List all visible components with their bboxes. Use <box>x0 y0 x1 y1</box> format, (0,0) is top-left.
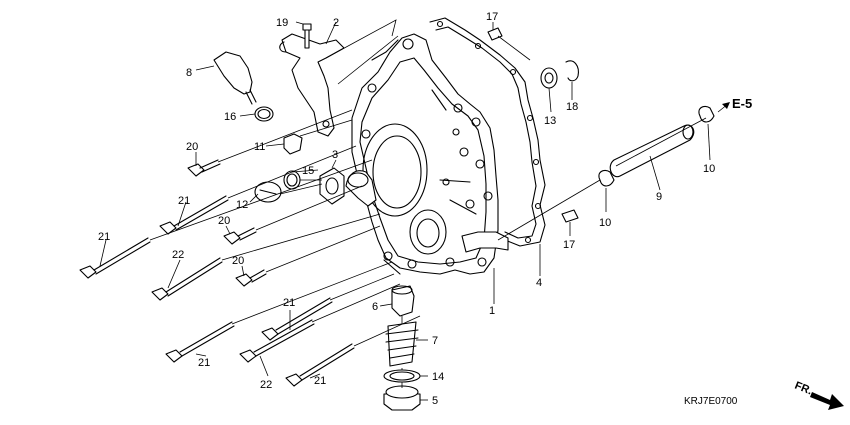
cap-stem <box>245 89 257 105</box>
cover-clutch-dome <box>362 123 428 217</box>
callout-15: 15 <box>302 165 314 177</box>
bolt-19 <box>302 23 312 49</box>
hose-clamp-10a <box>598 169 615 187</box>
bracket-clip <box>279 41 287 53</box>
gasket <box>429 17 546 247</box>
oil-seal-13-inner <box>544 72 554 84</box>
callout-16: 16 <box>224 111 236 123</box>
callout-17: 17 <box>486 11 498 23</box>
bolt-22a <box>151 257 223 301</box>
cover-bore-inner <box>416 218 440 248</box>
callout-21: 21 <box>98 231 110 243</box>
callout-13: 13 <box>544 115 556 127</box>
spring-7 <box>385 321 419 367</box>
callout-21: 21 <box>178 195 190 207</box>
hose-9-end <box>682 124 694 140</box>
callout-12: 12 <box>236 199 248 211</box>
plug-12-slot <box>259 189 277 195</box>
callout-20: 20 <box>186 141 198 153</box>
callout-2: 2 <box>333 17 339 29</box>
callout-20: 20 <box>232 255 244 267</box>
diagram-code: KRJ7E0700 <box>684 396 738 407</box>
callout-17: 17 <box>563 239 575 251</box>
cover-pipe-outlet <box>461 231 509 253</box>
callout-4: 4 <box>536 277 542 289</box>
bolt-20c <box>235 269 267 287</box>
reference-label: E-5 <box>732 96 752 111</box>
cover-pipe-top-end <box>347 172 369 188</box>
bracket-hole <box>322 120 330 128</box>
callout-22: 22 <box>172 249 184 261</box>
seal-3-inner <box>325 177 339 195</box>
callout-10: 10 <box>599 217 611 229</box>
strainer-6 <box>391 285 415 317</box>
callout-20: 20 <box>218 215 230 227</box>
callout-6: 6 <box>372 301 378 313</box>
bolt-22b <box>239 319 315 363</box>
callout-19: 19 <box>276 17 288 29</box>
callout-5: 5 <box>432 395 438 407</box>
cover-inner-rim <box>359 57 487 265</box>
callout-1: 1 <box>489 305 495 317</box>
bolt-20b <box>223 227 257 245</box>
oring-16-inner <box>257 108 271 120</box>
drain-plug-5 <box>383 393 421 411</box>
bolt-21d <box>165 321 235 363</box>
strainer-6-top <box>391 285 413 295</box>
circlip-18 <box>565 60 579 82</box>
cover-ribs <box>371 39 477 275</box>
callout-leaders <box>99 21 711 401</box>
bolt-21b <box>79 237 151 279</box>
callout-11: 11 <box>254 141 265 153</box>
callout-18: 18 <box>566 101 578 113</box>
callout-7: 7 <box>432 335 438 347</box>
callout-3: 3 <box>332 149 338 161</box>
oil-filler-cap <box>213 51 253 95</box>
cover-bore <box>409 209 447 255</box>
bolt-21a <box>159 195 229 235</box>
oring-15-inner <box>286 173 298 187</box>
front-label: FR. <box>793 380 814 398</box>
bolt-21c <box>261 297 333 341</box>
clamp-11 <box>283 133 303 155</box>
cover-clutch-dome-inner <box>372 135 422 209</box>
callout-9: 9 <box>656 191 662 203</box>
hose-9 <box>609 124 695 178</box>
callout-21: 21 <box>198 357 210 369</box>
bolt-20a <box>187 159 221 177</box>
dowel-pin-17a <box>487 27 503 41</box>
callout-8: 8 <box>186 67 192 79</box>
callout-14: 14 <box>432 371 444 383</box>
cover-bosses <box>361 38 493 269</box>
hose-clamp-10b <box>698 105 715 123</box>
bracket <box>281 33 345 137</box>
callout-21: 21 <box>314 375 326 387</box>
bolt-21e <box>285 343 355 387</box>
callout-22: 22 <box>260 379 272 391</box>
callout-10: 10 <box>703 163 715 175</box>
oring-14-inner <box>389 371 415 381</box>
front-arrow-icon <box>810 392 844 410</box>
callout-21: 21 <box>283 297 295 309</box>
oil-seal-13 <box>540 67 558 89</box>
dowel-pin-17b <box>561 209 579 223</box>
gasket-holes <box>436 20 542 244</box>
reference-arrow-head <box>722 102 730 109</box>
